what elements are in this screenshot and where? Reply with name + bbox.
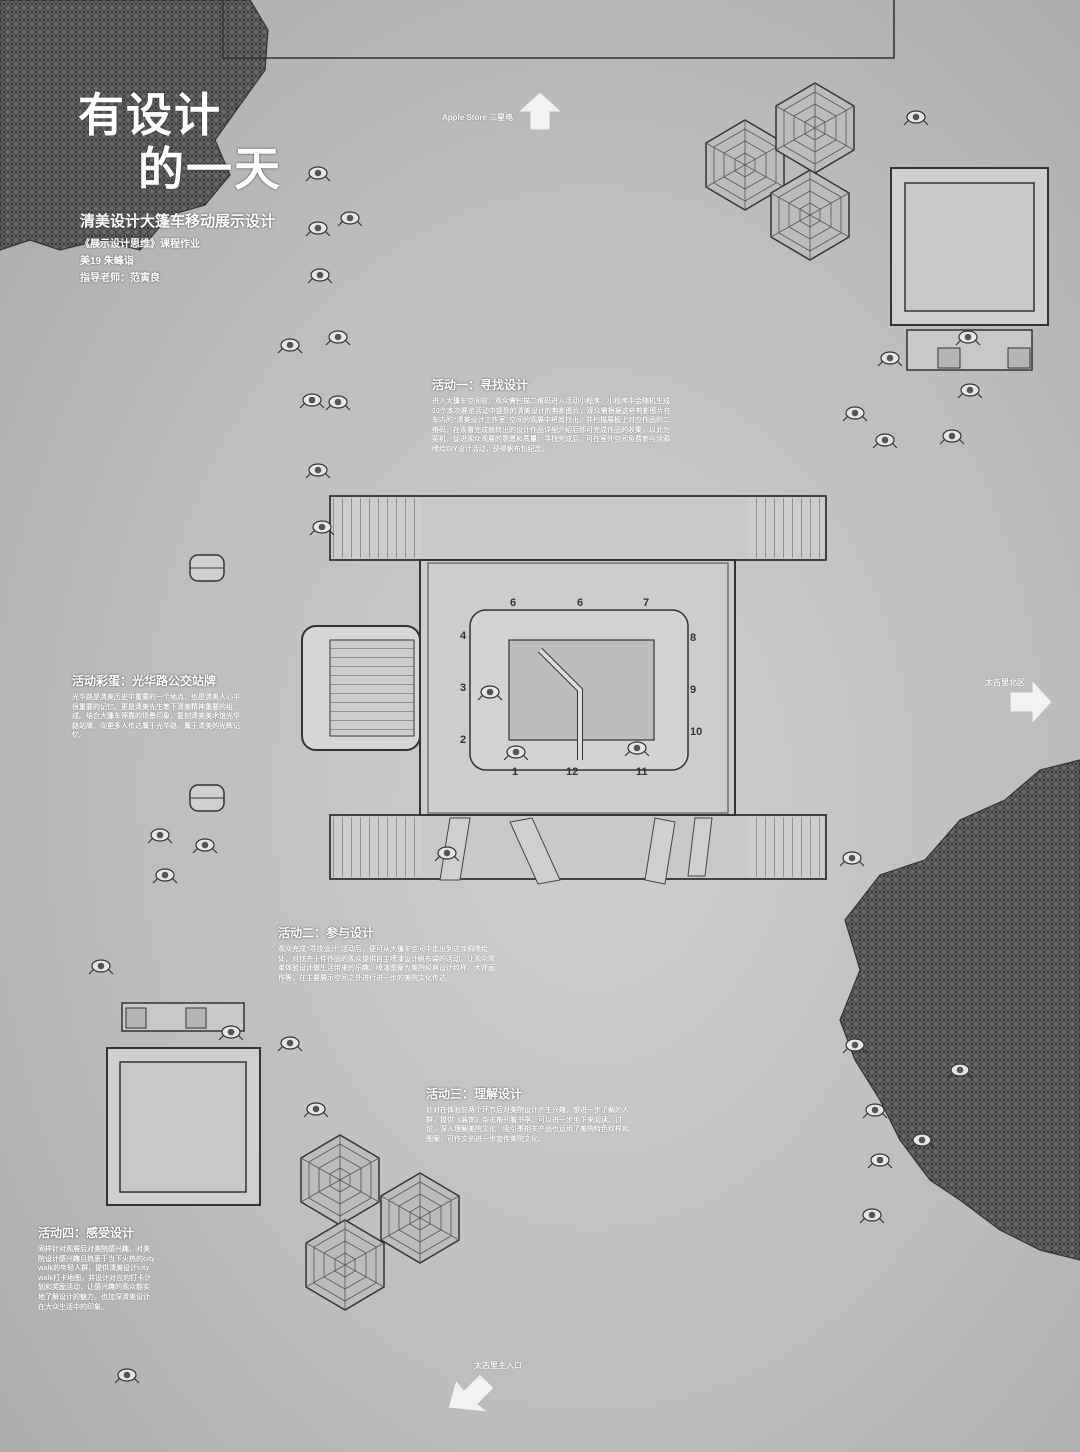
kiosk-bottom (106, 1002, 261, 1206)
tree-canopy-icon (0, 0, 269, 251)
bus-stop (189, 554, 225, 812)
booth-number: 8 (690, 632, 697, 644)
logo-line1: 有设计 (78, 88, 222, 142)
student-name: 美19 朱峰诣 (80, 256, 134, 267)
course-name: 《展示设计思维》课程作业 (80, 239, 200, 250)
arrow-down-left-icon (447, 1373, 495, 1413)
page-title: 清美设计大篷车移动展示设计 (80, 213, 276, 230)
direction-bottom-label: 太古里主入口 (474, 1361, 522, 1370)
kiosk-top (890, 167, 1049, 371)
booth-number: 11 (636, 766, 648, 778)
booth-number: 3 (460, 682, 467, 694)
direction-right-label: 太古里北区 (985, 678, 1025, 687)
activity-1-body: 进入大篷车空间前，观众需扫描二维码进入活动小程序，小程序中会随机生成10个本次展… (432, 398, 671, 453)
booth-number: 6 (577, 597, 584, 609)
booth-number: 4 (460, 630, 467, 642)
activity-2-title: 活动二：参与设计 (278, 926, 375, 940)
tree-canopy-icon (839, 759, 1080, 1261)
advisor-name: 指导老师：范寅良 (80, 273, 160, 284)
booth-number: 10 (690, 726, 703, 738)
activity-egg-title: 活动彩蛋：光华路公交站牌 (72, 674, 217, 688)
activity-egg-body: 光华路是清美历史中重要的一个地点，也是清美人心中很重要的记忆。更是清美先生笔下清… (72, 694, 240, 740)
booth-number: 6 (510, 597, 517, 609)
arrow-right-icon (1009, 678, 1053, 726)
booth-number: 7 (643, 597, 650, 609)
activity-4-title: 活动四：感受设计 (38, 1226, 135, 1240)
booth-number: 2 (460, 734, 467, 746)
activity-3-body: 针对在体验前两个环节后对美院设计产生兴趣，想进一步了解的人群，提供《装饰》杂志推… (426, 1107, 629, 1143)
direction-top-label: Apple Store 三星电 (442, 113, 514, 122)
activity-3: 活动三：理解设计 针对在体验前两个环节后对美院设计产生兴趣，想进一步了解的人群，… (426, 1085, 634, 1144)
activity-1-title: 活动一：寻找设计 (432, 378, 529, 392)
activity-1: 活动一：寻找设计 进入大篷车空间前，观众需扫描二维码进入活动小程序，小程序中会随… (432, 376, 674, 455)
arrow-up-icon (516, 91, 564, 131)
activity-2-body: 观众完成“寻找设计”活动后，便可从大篷车空间中走出到达涂鸦喷绘处，对找齐十件作品… (278, 946, 495, 982)
booth-number: 1 (512, 766, 519, 778)
activity-4: 活动四：感受设计 同样针对观展后对美院感兴趣，对美院设计感兴趣且热衷于当下火热的… (38, 1224, 156, 1312)
logo-line2: 的一天 (138, 142, 282, 196)
booth-number: 9 (690, 684, 697, 696)
logo: 有设计 的一天 (78, 88, 288, 196)
activity-2: 活动二：参与设计 观众完成“寻找设计”活动后，便可从大篷车空间中走出到达涂鸦喷绘… (278, 924, 496, 983)
umbrella-icon (300, 1134, 460, 1311)
activity-egg: 活动彩蛋：光华路公交站牌 光华路是清美历史中重要的一个地点，也是清美人心中很重要… (72, 672, 240, 741)
activity-3-title: 活动三：理解设计 (426, 1087, 523, 1101)
activity-4-body: 同样针对观展后对美院感兴趣，对美院设计感兴趣且热衷于当下火热的city walk… (38, 1246, 156, 1311)
caravan-stage (301, 495, 827, 885)
booth-number: 12 (566, 766, 579, 778)
umbrella-icon (705, 82, 855, 261)
